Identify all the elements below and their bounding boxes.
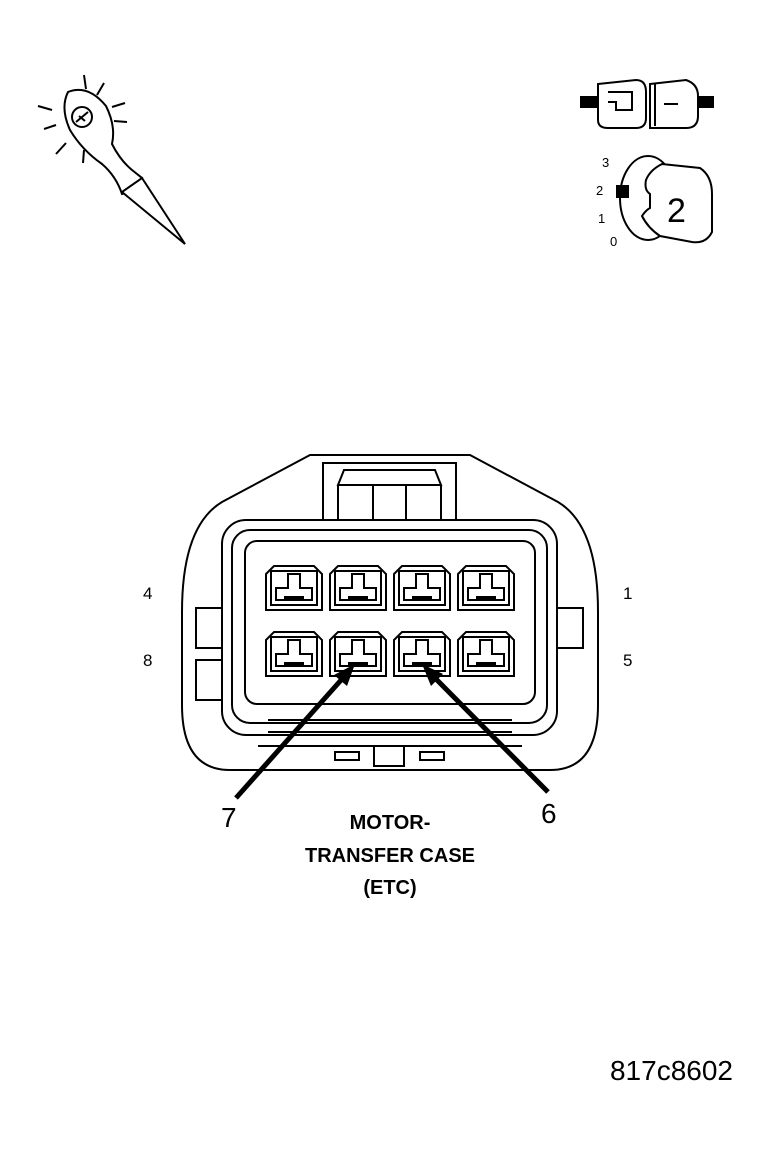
terminal-cavity-2 (393, 565, 451, 611)
pin-label-8: 8 (143, 651, 152, 670)
ignition-key-icon: 3 2 1 0 2 (596, 155, 713, 249)
connector-caption-line-3: (ETC) (363, 877, 416, 899)
pin-label-4: 4 (143, 584, 152, 603)
pin-label-1: 1 (623, 584, 632, 603)
key-position-2: 2 (596, 183, 603, 198)
callout-arrow-7 (234, 664, 355, 800)
key-position-0: 0 (610, 234, 617, 249)
terminal-cavity-7 (329, 631, 387, 677)
terminal-cavity-4 (265, 565, 323, 611)
connector-caption-line-2: TRANSFER CASE (305, 845, 475, 867)
callout-label-7: 7 (221, 802, 237, 833)
callout-arrow-6 (422, 664, 550, 794)
connector-state-icon (580, 78, 714, 129)
back-probe-tool-icon (37, 74, 186, 245)
pin-label-5: 5 (623, 651, 632, 670)
terminal-cavity-8 (265, 631, 323, 677)
connector-caption-line-1: MOTOR- (350, 812, 431, 834)
key-selected-position: 2 (667, 192, 686, 230)
terminal-cavity-3 (329, 565, 387, 611)
terminal-cavity-6 (393, 631, 451, 677)
callout-label-6: 6 (541, 798, 557, 829)
key-position-3: 3 (602, 155, 609, 170)
key-position-1: 1 (598, 211, 605, 226)
figure-code: 817c8602 (610, 1055, 733, 1086)
terminal-cavity-1 (457, 565, 515, 611)
terminal-cavity-5 (457, 631, 515, 677)
connector-body (181, 454, 599, 771)
